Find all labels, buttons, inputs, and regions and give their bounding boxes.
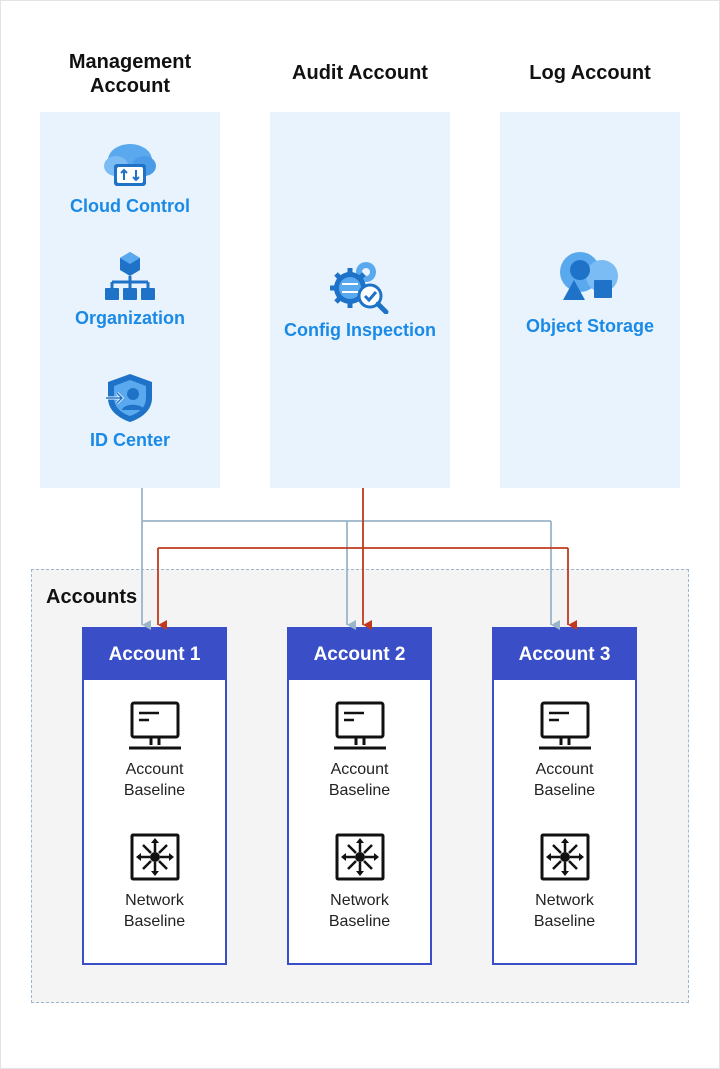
object-storage-service: Object Storage (500, 250, 680, 337)
accounts-title: Accounts (46, 586, 138, 608)
object-storage-label: Object Storage (525, 316, 655, 336)
monitor-icon (538, 701, 591, 750)
object-storage-icon (560, 252, 618, 300)
id-center-icon (106, 374, 152, 422)
cloud-control-service: Cloud Control (40, 140, 220, 217)
management-account-panel: Cloud Control Organization ID Center (40, 112, 220, 488)
account-3-header: Account 3 (494, 629, 635, 680)
audit-account-title: Audit Account (292, 62, 428, 84)
cloud-control-icon (104, 144, 156, 186)
config-inspection-service: Config Inspection (270, 258, 450, 341)
network-switch-icon (130, 833, 179, 881)
organization-service: Organization (40, 250, 220, 329)
organization-label: Organization (74, 308, 185, 328)
log-account-title: Log Account (529, 62, 651, 84)
audit-account-panel: Config Inspection (270, 112, 450, 488)
account-1-header: Account 1 (84, 629, 225, 680)
monitor-icon (128, 701, 181, 750)
organization-icon (105, 252, 155, 300)
config-inspection-icon (330, 262, 389, 314)
log-account-panel: Object Storage (500, 112, 680, 488)
monitor-icon (333, 701, 386, 750)
network-switch-icon (540, 833, 589, 881)
account-2-header: Account 2 (289, 629, 430, 680)
cloud-control-label: Cloud Control (70, 196, 190, 216)
id-center-label: ID Center (89, 430, 170, 450)
network-switch-icon (335, 833, 384, 881)
id-center-service: ID Center (40, 372, 220, 451)
management-account-title: Management Account (68, 51, 192, 97)
config-inspection-label: Config Inspection (284, 320, 436, 340)
